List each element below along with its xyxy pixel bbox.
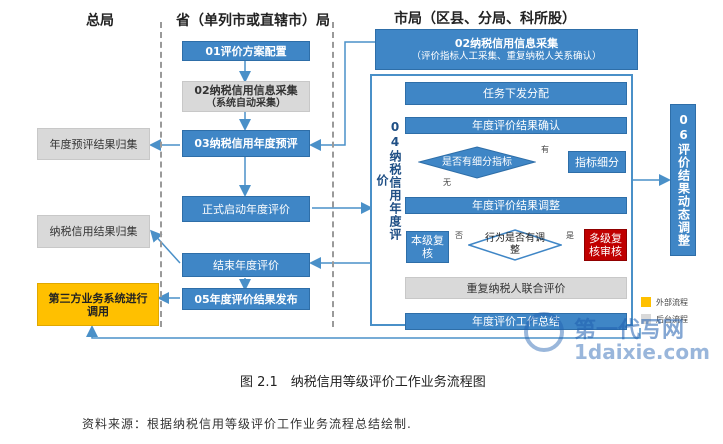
legend-label-background: 后台流程 (656, 315, 688, 324)
node-third-party: 第三方业务系统进行调用 (37, 283, 159, 326)
node-result-collect: 纳税信用结果归集 (37, 215, 150, 248)
arrow-bottom-loop (86, 325, 641, 339)
decision-split (418, 146, 536, 179)
watermark-cn: 第一代写网 (574, 318, 685, 343)
arrow-city02-03 (309, 41, 375, 151)
decision-review-text: 行为是否有调整 (485, 233, 545, 256)
node-03: 03纳税信用年度预评 (182, 130, 310, 157)
legend-swatch-external (641, 297, 651, 307)
header-sheng: 省（单列市或直辖市）局 (176, 13, 330, 29)
node-05: 05年度评价结果发布 (182, 288, 310, 310)
label-yes-1: 有 (541, 145, 549, 154)
node-06: 06评价结果动态调整 (670, 104, 696, 256)
label-no-2: 否 (455, 231, 463, 240)
node-start: 正式启动年度评价 (182, 196, 310, 222)
label-yes-2: 是 (566, 231, 574, 240)
column-divider-left (160, 22, 162, 327)
node-01: 01评价方案配置 (182, 41, 310, 61)
node-local-review: 本级复核 (406, 231, 449, 263)
watermark-en: 1daixie.com (574, 340, 710, 364)
node-multi-review: 多级复核审核 (584, 229, 627, 261)
node-confirm: 年度评价结果确认 (405, 117, 627, 134)
column-divider-right (332, 22, 334, 327)
label-no-1: 无 (443, 178, 451, 187)
header-zongju: 总局 (86, 13, 114, 29)
node-02-line1: 02纳税信用信息采集 (194, 83, 298, 97)
arrow-end-collect (149, 229, 181, 264)
node-split: 指标细分 (568, 151, 626, 173)
node-adjust: 年度评价结果调整 (405, 197, 627, 214)
node-02-line2: （系统自动采集） (206, 97, 286, 109)
node-city-02-line2: （评价指标人工采集、重复纳税人关系确认） (411, 50, 602, 62)
node-task: 任务下发分配 (405, 82, 627, 105)
node-repeat: 重复纳税人联合评价 (405, 277, 627, 299)
decision-split-text: 是否有细分指标 (442, 157, 512, 168)
header-shi: 市局（区县、分局、科所股） (394, 11, 576, 27)
node-pre-collect: 年度预评结果归集 (37, 128, 150, 160)
decision-review (468, 229, 562, 261)
legend-label-external: 外部流程 (656, 298, 688, 307)
node-city-02-line1: 02纳税信用信息采集 (454, 36, 559, 50)
watermark-logo-icon (524, 312, 564, 352)
node-02: 02纳税信用信息采集 （系统自动采集） (182, 81, 310, 112)
figure-caption: 图 2.1 纳税信用等级评价工作业务流程图 (240, 375, 486, 390)
figure-source: 资料来源：根据纳税信用等级评价工作业务流程总结绘制. (82, 417, 412, 431)
legend-swatch-background (641, 314, 651, 324)
node-end: 结束年度评价 (182, 253, 310, 277)
node-city-02: 02纳税信用信息采集 （评价指标人工采集、重复纳税人关系确认） (375, 29, 638, 70)
node-04-label: 04纳税信用年度评价 (375, 119, 402, 241)
